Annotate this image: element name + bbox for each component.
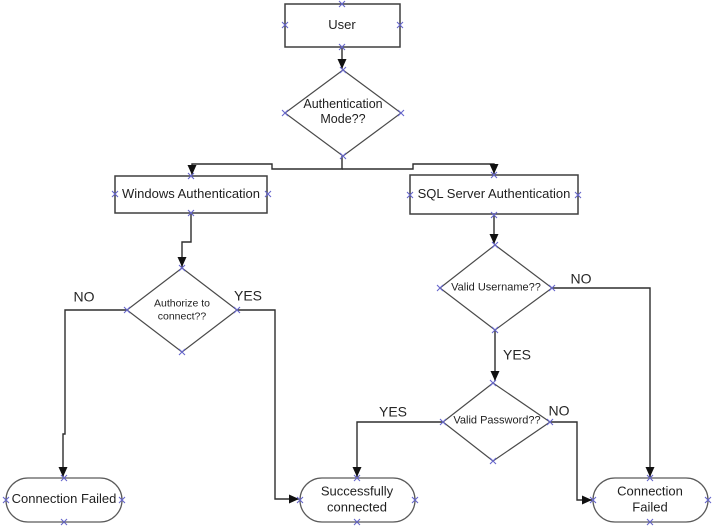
edge-password-yes <box>352 421 443 477</box>
node-connection-failed-left <box>5 477 123 523</box>
edge-auth-mode-to-windows <box>187 156 343 175</box>
node-sql-auth <box>409 174 579 215</box>
edge-password-no <box>550 421 592 505</box>
node-auth-mode <box>283 69 403 157</box>
node-authorize <box>126 267 238 353</box>
node-windows-auth <box>114 175 268 214</box>
edge-username-no <box>552 287 655 477</box>
node-user <box>284 3 401 48</box>
edge-authorize-yes <box>237 309 299 504</box>
node-valid-password <box>442 382 552 462</box>
node-connection-failed-right <box>592 477 709 523</box>
edge-windows-to-authorize <box>177 213 192 267</box>
edge-authorize-no <box>58 309 127 477</box>
edge-auth-mode-to-sql <box>342 163 499 174</box>
node-valid-username <box>439 244 554 331</box>
node-successfully-connected <box>299 477 416 523</box>
